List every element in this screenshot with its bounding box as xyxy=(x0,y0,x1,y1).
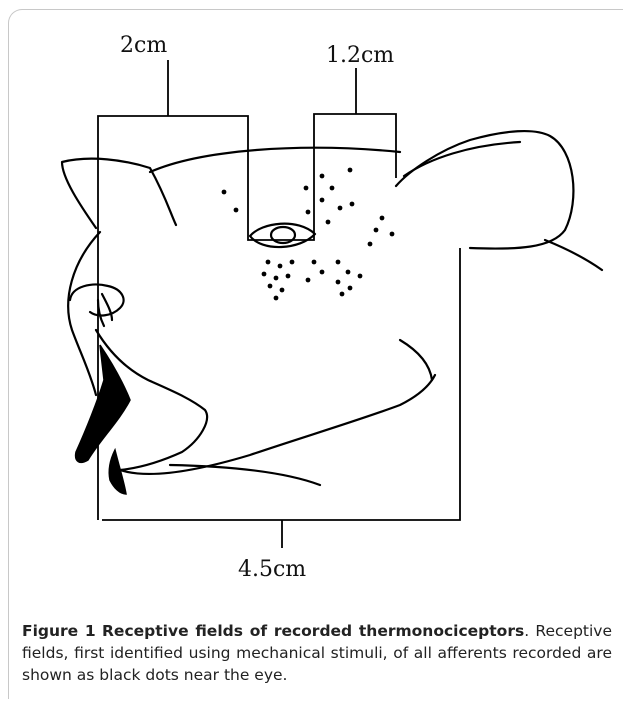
rat-head-receptive-field-diagram: 2cm 1.2cm 4.5cm xyxy=(0,0,623,610)
label-4-5cm: 4.5cm xyxy=(238,557,306,582)
rat-head-outline xyxy=(62,131,602,485)
figure-caption: Figure 1 Receptive fields of recorded th… xyxy=(22,620,612,686)
label-2cm: 2cm xyxy=(120,33,167,58)
label-1-2cm: 1.2cm xyxy=(326,43,394,68)
caption-figure-label: Figure 1 xyxy=(22,622,96,640)
caption-title: Receptive fields of recorded thermonocic… xyxy=(102,622,524,640)
